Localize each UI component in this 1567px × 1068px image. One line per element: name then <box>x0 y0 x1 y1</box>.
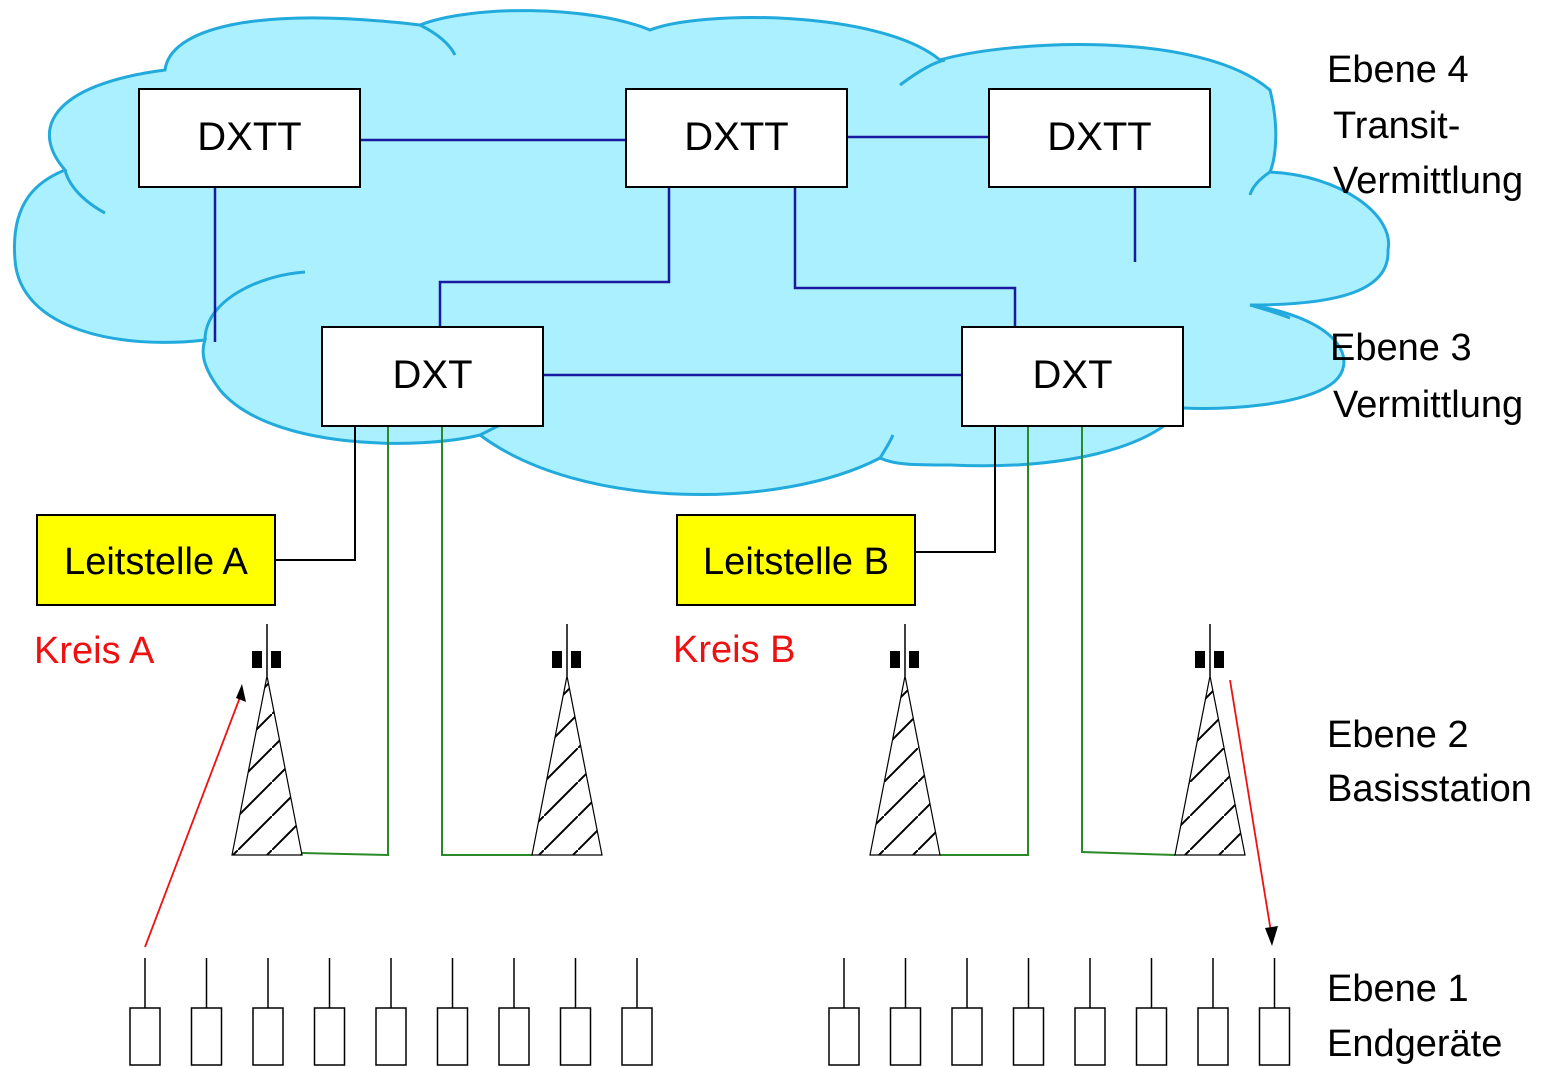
link-dxt-left-leitstelle-a <box>275 426 356 561</box>
group-a-terminal-9 <box>621 958 653 1066</box>
dxt-node-left-label: DXT <box>393 353 473 397</box>
dxt-node-left: DXT <box>321 326 544 427</box>
level-4-line-3: Vermittlung <box>1333 160 1523 202</box>
level-1-line-2: Endgeräte <box>1327 1023 1502 1065</box>
access-links <box>301 426 1176 857</box>
terminal-group-b <box>828 958 1291 1066</box>
dxtt-node-center-label: DXTT <box>684 115 788 159</box>
leitstelle-a-box: Leitstelle A <box>36 514 276 606</box>
group-a-terminal-4 <box>313 958 346 1066</box>
level-4-line-1: Ebene 4 <box>1327 49 1469 91</box>
group-a-terminal-8 <box>559 958 592 1066</box>
group-a-terminal-5 <box>375 958 407 1066</box>
group-a-terminal-7 <box>498 958 530 1066</box>
group-a-terminal-6 <box>436 958 469 1066</box>
dxtt-node-center: DXTT <box>625 88 848 188</box>
base-station-b1 <box>869 624 941 856</box>
link-dxtt-center-dxt-right <box>793 187 1017 327</box>
kreis-b-label: Kreis B <box>673 629 795 671</box>
link-dxt-left-bs-a2 <box>441 426 532 856</box>
radio-uplink-arrow <box>144 684 246 948</box>
group-a-terminal-1 <box>129 958 161 1066</box>
group-b-terminal-6 <box>1135 958 1168 1066</box>
leitstelle-b-box: Leitstelle B <box>676 514 916 606</box>
group-b-terminal-8 <box>1258 958 1291 1066</box>
group-b-terminal-2 <box>889 958 922 1066</box>
group-b-terminal-7 <box>1197 958 1229 1066</box>
base-station-b2 <box>1174 624 1246 856</box>
level-3-line-1: Ebene 3 <box>1330 327 1472 369</box>
dxt-node-right-label: DXT <box>1033 353 1113 397</box>
level-2-line-1: Ebene 2 <box>1327 714 1469 756</box>
base-station-a1 <box>231 624 303 856</box>
kreis-a-label: Kreis A <box>34 630 155 672</box>
dxtt-node-left-label: DXTT <box>197 115 301 159</box>
level-4-line-2: Transit- <box>1333 105 1460 147</box>
dxtt-node-right-label: DXTT <box>1047 115 1151 159</box>
level-2-line-2: Basisstation <box>1327 768 1532 810</box>
link-dxtt-center-dxt-left <box>438 187 671 327</box>
control-links <box>275 426 996 561</box>
dxt-node-right: DXT <box>961 326 1184 427</box>
level-1-line-1: Ebene 1 <box>1327 968 1469 1010</box>
dxtt-node-right: DXTT <box>988 88 1211 188</box>
dxtt-node-left: DXTT <box>138 88 361 188</box>
core-links <box>213 135 1137 377</box>
level-3-label: Ebene 3 Vermittlung <box>1330 327 1523 426</box>
group-b-terminal-3 <box>951 958 983 1066</box>
link-dxt-right-bs-b1 <box>940 426 1029 856</box>
leitstelle-a-label: Leitstelle A <box>64 541 248 583</box>
base-station-a2 <box>531 624 603 856</box>
radio-downlink-arrow <box>1229 679 1278 946</box>
level-2-label: Ebene 2 Basisstation <box>1327 714 1532 810</box>
level-3-line-2: Vermittlung <box>1333 384 1523 426</box>
link-dxt-left-bs-a1 <box>301 426 389 857</box>
leitstelle-b-label: Leitstelle B <box>703 541 889 583</box>
group-b-terminal-1 <box>828 958 860 1066</box>
group-a-terminal-2 <box>190 958 223 1066</box>
link-dxt-right-leitstelle-b <box>915 426 996 553</box>
terminal-group-a <box>129 958 653 1066</box>
group-b-terminal-5 <box>1074 958 1106 1066</box>
group-b-terminal-4 <box>1012 958 1045 1066</box>
level-1-label: Ebene 1 Endgeräte <box>1327 968 1502 1065</box>
level-4-label: Ebene 4 Transit- Vermittlung <box>1327 49 1523 202</box>
group-a-terminal-3 <box>252 958 284 1066</box>
link-dxt-right-bs-b2 <box>1081 426 1176 856</box>
